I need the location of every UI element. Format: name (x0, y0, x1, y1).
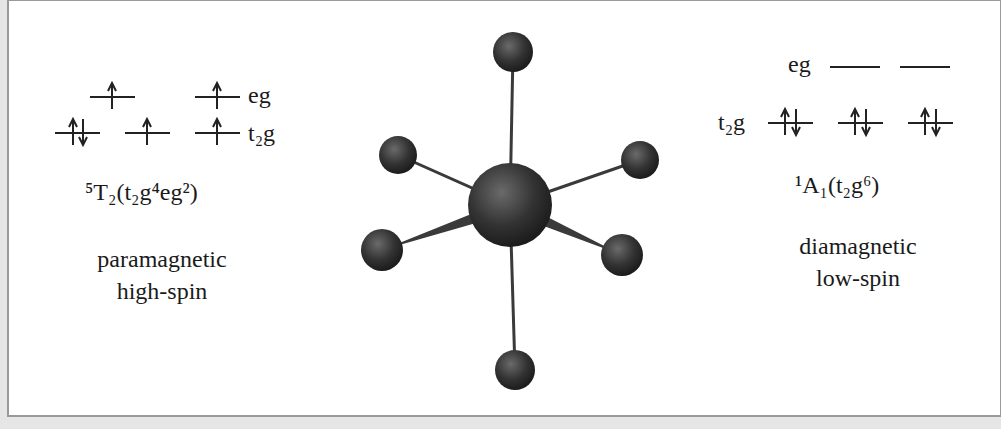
spin-state-caption: paramagnetic high-spin (87, 243, 237, 308)
term-symbol: ¹A₁(t₂g⁶) (795, 169, 879, 201)
octahedral-molecule (361, 32, 659, 390)
orbital-set-label: t₂g (248, 117, 275, 149)
orbital-set-label: t₂g (718, 106, 745, 138)
term-symbol: ⁵T₂(t₂g⁴eg²) (85, 176, 198, 208)
spin-state-caption: diamagnetic low-spin (783, 230, 933, 295)
orbital-set-label: eg (248, 79, 271, 111)
orbital-set-label: eg (788, 48, 811, 80)
orbital-levels-low-spin (768, 67, 953, 135)
frame (8, 0, 1001, 416)
orbital-levels-high-spin (55, 83, 240, 145)
